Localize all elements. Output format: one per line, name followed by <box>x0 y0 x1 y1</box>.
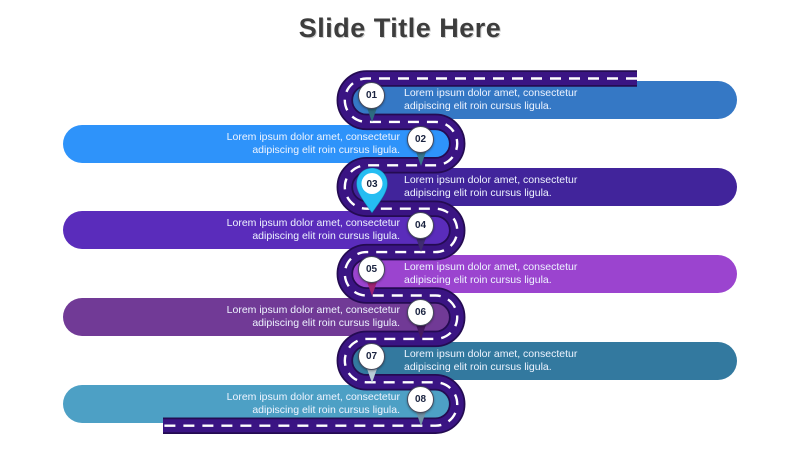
slide-title: Slide Title Here <box>298 13 502 43</box>
pin-number-badge: 08 <box>407 386 434 413</box>
pin-number: 03 <box>366 179 378 190</box>
pin-number-badge: 07 <box>358 343 385 370</box>
pin-number-badge: 06 <box>407 299 434 326</box>
pin-number-badge: 01 <box>358 82 385 109</box>
pin-number-badge: 05 <box>358 256 385 283</box>
location-pin-icon: 03 <box>355 167 389 214</box>
pin-number-badge: 02 <box>407 126 434 153</box>
pin-number-badge: 04 <box>407 212 434 239</box>
